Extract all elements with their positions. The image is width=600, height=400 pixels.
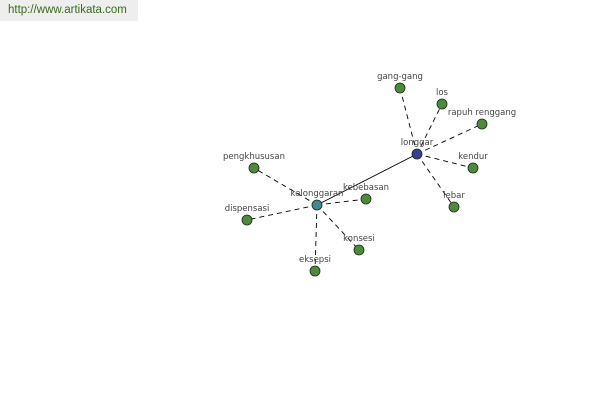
node-label[interactable]: lebar [443, 191, 465, 201]
edge-longgar-kendur [416, 153, 474, 169]
edge-longgar-lebar [416, 153, 455, 208]
node-dispensasi[interactable]: dispensasi [225, 204, 270, 226]
edge-kelonggaran-kebebasan [316, 198, 367, 206]
edge-kelonggaran-dispensasi [246, 204, 318, 221]
edge-longgar-gang-gang [399, 87, 418, 155]
node-circle[interactable] [476, 118, 488, 130]
node-konsesi[interactable]: konsesi [343, 234, 375, 256]
edge-kelonggaran-eksepsi [314, 204, 318, 272]
node-label[interactable]: eksepsi [299, 255, 331, 265]
node-circle[interactable] [411, 148, 423, 160]
node-label[interactable]: konsesi [343, 234, 375, 244]
node-circle[interactable] [309, 265, 321, 277]
node-circle[interactable] [467, 162, 479, 174]
node-lebar[interactable]: lebar [443, 191, 465, 213]
node-circle[interactable] [241, 214, 253, 226]
node-kelonggaran[interactable]: kelonggaran [291, 189, 344, 211]
edge-longgar-kelonggaran [316, 153, 418, 206]
node-label[interactable]: los [436, 88, 449, 98]
node-label[interactable]: kebebasan [343, 183, 389, 193]
node-label[interactable]: gang-gang [377, 72, 423, 82]
site-url-banner: http://www.artikata.com [0, 0, 138, 21]
node-circle[interactable] [248, 162, 260, 174]
node-label[interactable]: longgar [401, 138, 434, 148]
edge-kelonggaran-konsesi [316, 204, 360, 251]
site-url-link[interactable]: http://www.artikata.com [8, 4, 127, 16]
node-label[interactable]: kendur [458, 152, 488, 162]
edge-kelonggaran-pengkhususan [253, 167, 318, 206]
node-circle[interactable] [436, 98, 448, 110]
node-circle[interactable] [448, 201, 460, 213]
edge-longgar-rapuh-renggang [416, 123, 483, 155]
node-gang-gang[interactable]: gang-gang [377, 72, 423, 94]
node-label[interactable]: dispensasi [225, 204, 270, 214]
node-circle[interactable] [394, 82, 406, 94]
node-label[interactable]: pengkhususan [223, 152, 285, 162]
node-circle[interactable] [360, 193, 372, 205]
edges [246, 87, 483, 272]
node-rapuh-renggang[interactable]: rapuh renggang [448, 108, 516, 130]
node-pengkhususan[interactable]: pengkhususan [223, 152, 285, 174]
node-longgar[interactable]: longgar [401, 138, 434, 160]
edge-longgar-los [416, 103, 443, 155]
node-label[interactable]: kelonggaran [291, 189, 344, 199]
node-label[interactable]: rapuh renggang [448, 108, 516, 118]
node-kendur[interactable]: kendur [458, 152, 488, 174]
node-los[interactable]: los [436, 88, 449, 110]
node-circle[interactable] [311, 199, 323, 211]
node-circle[interactable] [353, 244, 365, 256]
node-kebebasan[interactable]: kebebasan [343, 183, 389, 205]
node-eksepsi[interactable]: eksepsi [299, 255, 331, 277]
nodes: longgar kelonggaran gang-gang los rapuh reng… [223, 72, 516, 277]
